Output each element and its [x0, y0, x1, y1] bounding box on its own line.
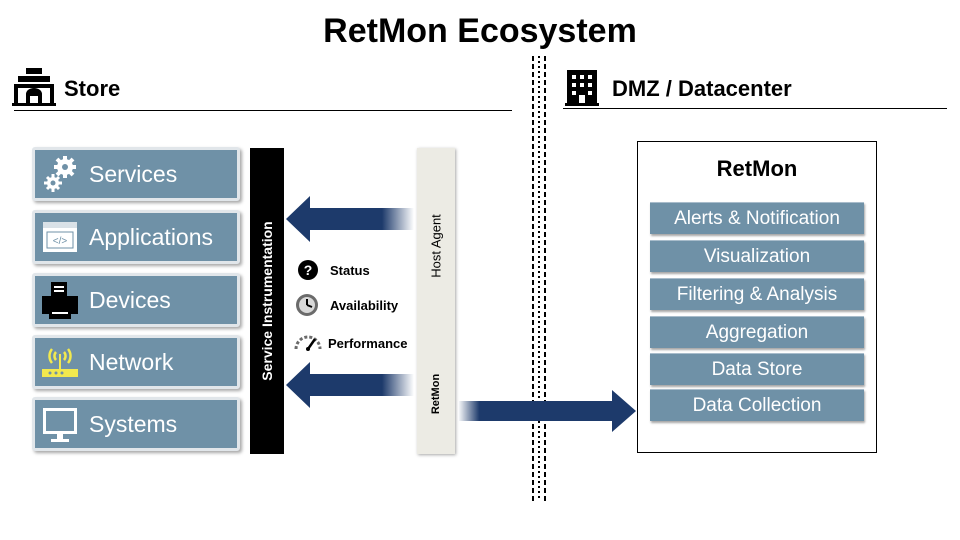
gears-icon [44, 156, 76, 192]
store-divider [14, 110, 512, 111]
layer-data-store: Data Store [650, 353, 864, 385]
router-icon [42, 348, 78, 377]
storefront-icon [12, 68, 56, 106]
svg-text:</>: </> [53, 236, 68, 247]
code-window-icon: </> [43, 222, 77, 252]
metric-performance: Performance [328, 336, 408, 351]
host-agent-retmon-label: RetMon [430, 373, 442, 415]
layer-aggregation: Aggregation [650, 316, 864, 348]
clock-icon [296, 294, 318, 316]
store-item-label: Services [89, 161, 178, 187]
data-flow-arrow [458, 390, 636, 432]
store-item-label: Network [89, 349, 174, 375]
store-item-label: Applications [89, 224, 214, 250]
service-instrumentation-label: Service Instrumentation [259, 221, 275, 381]
retmon-title: RetMon [716, 156, 798, 181]
building-icon [565, 70, 599, 106]
request-arrow-upper [286, 196, 414, 242]
gauge-icon [294, 335, 322, 351]
store-item-network: Network [32, 335, 240, 389]
request-arrow-lower [286, 362, 414, 408]
svg-text:?: ? [304, 262, 313, 278]
store-item-label: Devices [89, 287, 171, 313]
host-agent-label: Host Agent [428, 214, 444, 278]
layer-visualization: Visualization [650, 240, 864, 272]
datacenter-label: DMZ / Datacenter [612, 76, 792, 101]
page-title: RetMon Ecosystem [323, 12, 637, 50]
layer-filtering-analysis: Filtering & Analysis [650, 278, 864, 310]
store-label: Store [64, 76, 121, 101]
service-instrumentation-bar: Service Instrumentation [250, 148, 284, 454]
store-item-services: Services [32, 147, 240, 201]
host-agent-bar: Host Agent RetMon [417, 148, 455, 454]
layer-alerts-notification: Alerts & Notification [650, 202, 864, 234]
store-item-systems: Systems [32, 397, 240, 451]
metric-status: Status [330, 263, 370, 278]
printer-icon [42, 282, 78, 319]
datacenter-divider [563, 108, 947, 109]
metric-availability: Availability [330, 298, 399, 313]
store-item-devices: Devices [32, 273, 240, 327]
network-boundary-line [532, 56, 546, 501]
question-icon: ? [298, 260, 318, 280]
store-item-label: Systems [89, 411, 178, 437]
store-item-applications: </> Applications [32, 210, 240, 264]
monitor-icon [43, 408, 77, 442]
layer-data-collection: Data Collection [650, 389, 864, 421]
